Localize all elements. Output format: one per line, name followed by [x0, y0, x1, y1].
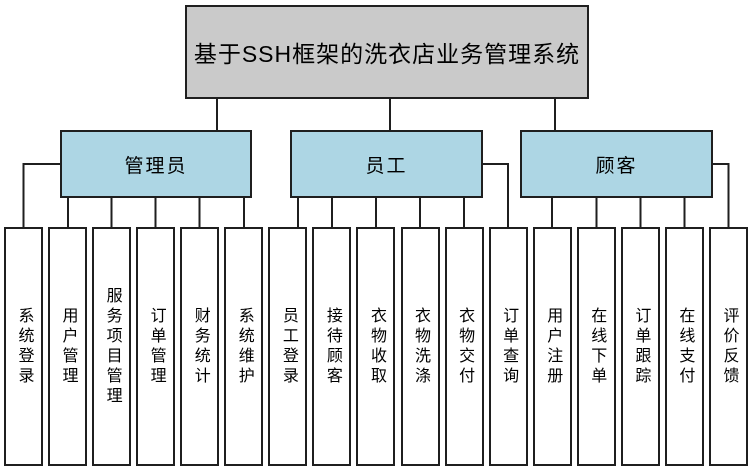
group-node-customer: 顾客	[520, 130, 713, 198]
leaf-node-label: 系统登录	[15, 306, 33, 387]
leaf-node-label: 系统维护	[235, 306, 253, 387]
leaf-node-label: 衣物交付	[456, 306, 474, 387]
leaf-node: 用户管理	[48, 227, 88, 466]
leaf-node: 财务统计	[180, 227, 220, 466]
root-node-label: 基于SSH框架的洗衣店业务管理系统	[193, 41, 581, 67]
leaf-node-label: 财务统计	[191, 306, 209, 387]
leaf-node: 衣物洗涤	[400, 227, 440, 466]
leaf-node: 衣物收取	[356, 227, 396, 466]
leaf-node: 在线下单	[576, 227, 616, 466]
leaf-node: 系统维护	[224, 227, 264, 466]
leaf-node-label: 订单跟踪	[632, 306, 650, 387]
leaf-node-label: 订单查询	[500, 306, 518, 387]
group-node-label: 管理员	[124, 155, 188, 177]
group-node-label: 员工	[365, 155, 408, 177]
group-node-label: 顾客	[595, 155, 638, 177]
leaf-node-label: 订单管理	[147, 306, 165, 387]
leaf-node-label: 员工登录	[279, 306, 297, 387]
leaf-node-label: 用户管理	[59, 306, 77, 387]
leaf-node-label: 评价反馈	[720, 306, 738, 387]
leaf-node: 订单管理	[136, 227, 176, 466]
leaf-node: 衣物交付	[444, 227, 484, 466]
leaf-node-label: 在线支付	[676, 306, 694, 387]
leaf-node: 服务项目管理	[92, 227, 132, 466]
root-node: 基于SSH框架的洗衣店业务管理系统	[185, 5, 589, 99]
leaf-node: 评价反馈	[708, 227, 748, 466]
leaf-node: 员工登录	[268, 227, 308, 466]
leaf-node-label: 用户注册	[544, 306, 562, 387]
leaf-node: 在线支付	[664, 227, 704, 466]
leaf-node-label: 衣物收取	[367, 306, 385, 387]
leaf-node: 用户注册	[532, 227, 572, 466]
leaf-node: 系统登录	[4, 227, 43, 466]
leaf-node-label: 服务项目管理	[103, 286, 121, 407]
group-node-staff: 员工	[290, 130, 483, 198]
leaf-node-label: 在线下单	[588, 306, 606, 387]
leaf-node: 订单查询	[488, 227, 528, 466]
leaf-node: 订单跟踪	[620, 227, 660, 466]
leaf-node-label: 接待顾客	[323, 306, 341, 387]
group-node-admin: 管理员	[60, 130, 252, 198]
leaf-node: 接待顾客	[312, 227, 352, 466]
leaf-node-label: 衣物洗涤	[412, 306, 430, 387]
